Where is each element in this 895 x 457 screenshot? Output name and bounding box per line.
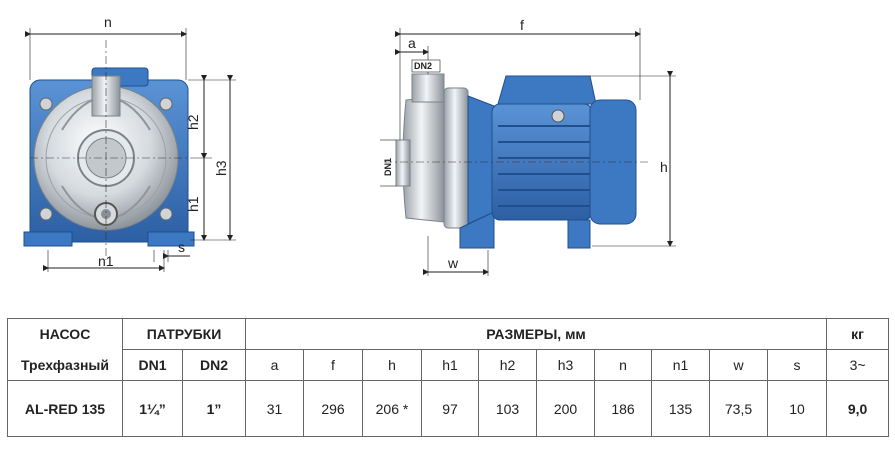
specification-table: НАСОС ПАТРУБКИ РАЗМЕРЫ, мм кг Трехфазный… bbox=[7, 318, 890, 437]
weight-cell: 9,0 bbox=[826, 380, 890, 437]
pump-header: НАСОС bbox=[7, 318, 123, 350]
dim-n1: n1 bbox=[98, 253, 114, 269]
value-h3: 200 bbox=[536, 380, 595, 437]
front-view: n h2 h1 h3 n1 s bbox=[23, 14, 236, 272]
value-f: 296 bbox=[303, 380, 363, 437]
col-n1: n1 bbox=[651, 349, 710, 381]
value-n: 186 bbox=[594, 380, 652, 437]
dim-h: h bbox=[660, 159, 668, 175]
dim-h2: h2 bbox=[185, 114, 201, 130]
pump-dimension-drawings: n h2 h1 h3 n1 s bbox=[23, 14, 676, 276]
dim-h1: h1 bbox=[185, 196, 201, 212]
value-n1: 135 bbox=[651, 380, 710, 437]
dn1-header: DN1 bbox=[122, 349, 183, 381]
dim-s: s bbox=[178, 239, 185, 255]
col-n: n bbox=[594, 349, 652, 381]
header-row-2: Трехфазный DN1 DN2 a f h h1 h2 h3 n n1 w… bbox=[7, 349, 890, 381]
value-s: 10 bbox=[766, 380, 828, 437]
ports-header: ПАТРУБКИ bbox=[122, 318, 246, 350]
dn1-cell: 1¼” bbox=[122, 380, 183, 437]
dim-n: n bbox=[104, 14, 112, 30]
value-a: 31 bbox=[245, 380, 304, 437]
sizes-header: РАЗМЕРЫ, мм bbox=[244, 318, 828, 350]
col-f: f bbox=[303, 349, 363, 381]
dn2-cell: 1” bbox=[182, 380, 246, 437]
label-dn1: DN1 bbox=[383, 158, 393, 176]
table-row: AL-RED 135 1¼” 1” 31 296 206 * 97 103 20… bbox=[7, 380, 890, 437]
dim-f: f bbox=[520, 17, 524, 33]
col-a: a bbox=[245, 349, 304, 381]
value-h1: 97 bbox=[421, 380, 479, 437]
dim-w: w bbox=[447, 255, 459, 271]
dim-a: a bbox=[408, 35, 416, 51]
pump-sub: Трехфазный bbox=[7, 349, 123, 381]
col-h3: h3 bbox=[536, 349, 595, 381]
col-s: s bbox=[766, 349, 828, 381]
weight-sub: 3~ bbox=[826, 349, 890, 381]
value-h2: 103 bbox=[478, 380, 537, 437]
dim-h3: h3 bbox=[213, 160, 229, 176]
value-w: 73,5 bbox=[709, 380, 768, 437]
model-cell: AL-RED 135 bbox=[7, 380, 123, 437]
weight-header: кг bbox=[826, 318, 890, 350]
col-h1: h1 bbox=[421, 349, 479, 381]
dn2-header: DN2 bbox=[182, 349, 246, 381]
col-h: h bbox=[362, 349, 422, 381]
col-w: w bbox=[709, 349, 768, 381]
side-view: f a DN2 DN1 h w bbox=[380, 17, 676, 276]
col-h2: h2 bbox=[478, 349, 537, 381]
header-row-1: НАСОС ПАТРУБКИ РАЗМЕРЫ, мм кг bbox=[7, 318, 890, 350]
value-h: 206 * bbox=[362, 380, 422, 437]
label-dn2: DN2 bbox=[414, 61, 432, 71]
